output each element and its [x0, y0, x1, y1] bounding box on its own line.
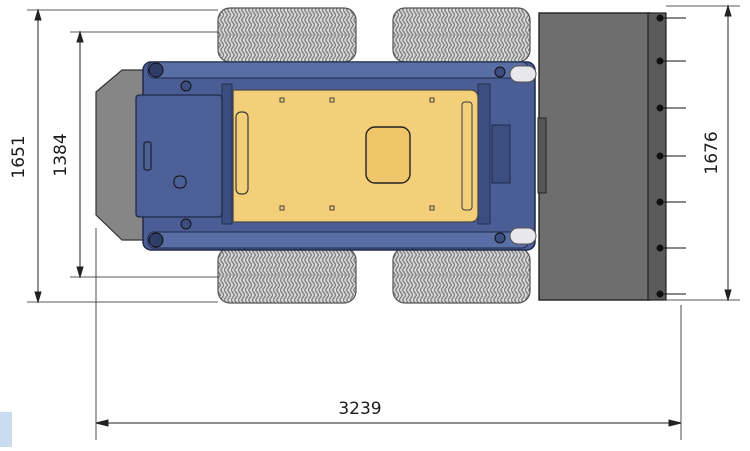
hydraulic-cylinder-right [509, 227, 537, 245]
dimension-label-overall-width: 1651 [9, 135, 29, 178]
operator-cab [232, 89, 479, 223]
bucket [537, 12, 667, 301]
tire-front-left [392, 7, 531, 63]
dimension-label-track-width: 1384 [51, 133, 71, 176]
front-panel [491, 124, 511, 184]
tire-rear-left [217, 7, 357, 63]
bucket-teeth [656, 14, 686, 298]
roof-hatch [365, 126, 411, 184]
tire-rear-right [217, 247, 357, 304]
hydraulic-cylinder-left [509, 65, 537, 83]
tire-front-right [392, 247, 531, 304]
dimension-label-bucket-width: 1676 [702, 131, 722, 174]
engine-hood [135, 94, 223, 218]
corner-swatch [0, 412, 12, 447]
dimension-label-overall-length: 3239 [338, 399, 381, 419]
dimension-lines [27, 4, 740, 440]
